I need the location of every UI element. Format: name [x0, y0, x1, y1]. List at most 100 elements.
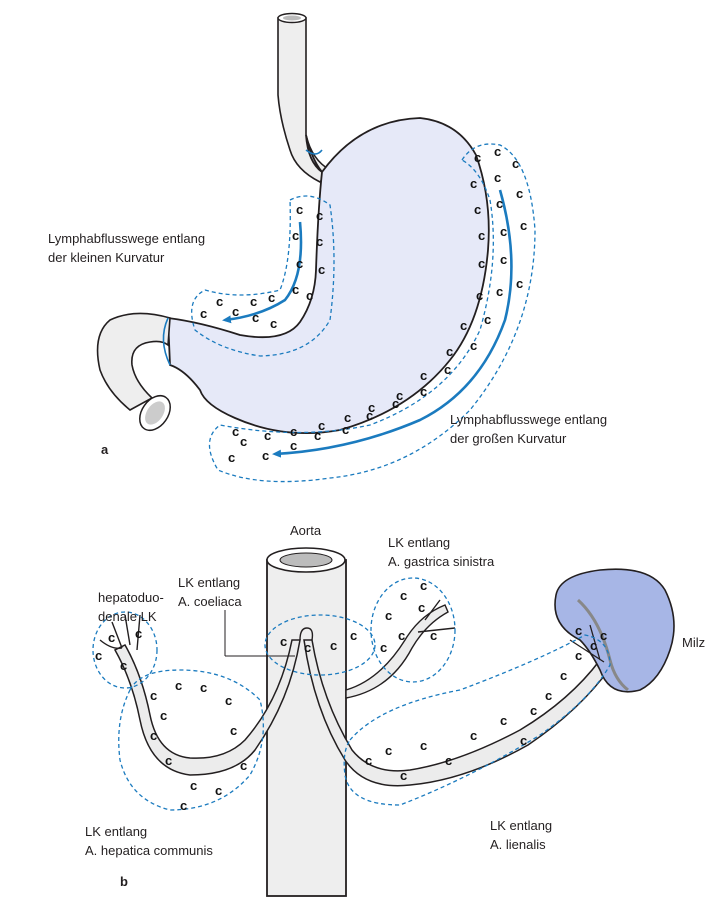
crescent-node-icon: c: [496, 196, 503, 211]
label-small-curvature-2: der kleinen Kurvatur: [48, 250, 165, 265]
label-large-curvature-1: Lymphabflusswege entlang: [450, 412, 607, 427]
crescent-node-icon: c: [470, 176, 477, 191]
crescent-node-icon: c: [398, 628, 405, 643]
crescent-node-icon: c: [175, 678, 182, 693]
a-gastrica-sinistra: [346, 605, 448, 698]
esophagus: [278, 18, 330, 182]
crescent-node-icon: c: [150, 688, 157, 703]
label-coeliaca-1: LK entlang: [178, 575, 240, 590]
crescent-node-icon: c: [304, 640, 311, 655]
crescent-node-icon: c: [496, 284, 503, 299]
crescent-node-icon: c: [500, 224, 507, 239]
crescent-node-icon: c: [385, 608, 392, 623]
crescent-node-icon: c: [575, 623, 582, 638]
crescent-node-icon: c: [470, 728, 477, 743]
crescent-node-icon: c: [366, 408, 373, 423]
crescent-node-icon: c: [590, 638, 597, 653]
label-large-curvature-2: der großen Kurvatur: [450, 431, 567, 446]
crescent-node-icon: c: [290, 424, 297, 439]
crescent-node-icon: c: [330, 638, 337, 653]
crescent-node-icon: c: [400, 768, 407, 783]
label-aorta: Aorta: [290, 523, 322, 538]
crescent-node-icon: c: [430, 628, 437, 643]
label-gastrica-2: A. gastrica sinistra: [388, 554, 495, 569]
crescent-node-icon: c: [446, 344, 453, 359]
crescent-node-icon: c: [165, 753, 172, 768]
crescent-node-icon: c: [420, 738, 427, 753]
crescent-node-icon: c: [385, 743, 392, 758]
label-hepatica-1: LK entlang: [85, 824, 147, 839]
crescent-node-icon: c: [250, 294, 257, 309]
stomach-body: [168, 118, 489, 433]
label-gastrica-1: LK entlang: [388, 535, 450, 550]
crescent-node-icon: c: [200, 306, 207, 321]
label-hepatoduodenal-1: hepatoduo-: [98, 590, 164, 605]
crescent-node-icon: c: [264, 428, 271, 443]
crescent-node-icon: c: [216, 294, 223, 309]
label-lienalis-2: A. lienalis: [490, 837, 546, 852]
crescent-node-icon: c: [150, 728, 157, 743]
crescent-node-icon: c: [292, 228, 299, 243]
crescent-node-icon: c: [560, 668, 567, 683]
crescent-node-icon: c: [225, 693, 232, 708]
crescent-node-icon: c: [268, 290, 275, 305]
crescent-node-icon: c: [460, 318, 467, 333]
crescent-node-icon: c: [420, 578, 427, 593]
crescent-node-icon: c: [420, 384, 427, 399]
crescent-node-icon: c: [342, 422, 349, 437]
crescent-node-icon: c: [306, 288, 313, 303]
crescent-node-icon: c: [280, 634, 287, 649]
label-small-curvature-1: Lymphabflusswege entlang: [48, 231, 205, 246]
label-spleen: Milz: [682, 635, 705, 650]
panel-label-b: b: [120, 874, 128, 889]
crescent-node-icon: c: [500, 713, 507, 728]
crescent-node-icon: c: [160, 708, 167, 723]
crescent-node-icon: c: [445, 753, 452, 768]
crescent-node-icon: c: [215, 783, 222, 798]
label-coeliaca-2: A. coeliaca: [178, 594, 242, 609]
crescent-node-icon: c: [470, 338, 477, 353]
crescent-node-icon: c: [400, 588, 407, 603]
crescent-node-icon: c: [135, 626, 142, 641]
crescent-node-icon: c: [316, 234, 323, 249]
label-hepatoduodenal-2: denale LK: [98, 609, 157, 624]
crescent-node-icon: c: [232, 304, 239, 319]
crescent-node-icon: c: [180, 798, 187, 813]
crescent-node-icon: c: [228, 450, 235, 465]
crescent-node-icon: c: [200, 680, 207, 695]
crescent-node-icon: c: [478, 256, 485, 271]
crescent-node-icon: c: [520, 733, 527, 748]
crescent-node-icon: c: [270, 316, 277, 331]
crescent-node-icon: c: [530, 703, 537, 718]
crescent-node-icon: c: [190, 778, 197, 793]
crescent-node-icon: c: [418, 600, 425, 615]
crescent-node-icon: c: [444, 362, 451, 377]
crescent-node-icon: c: [516, 186, 523, 201]
crescent-node-icon: c: [296, 202, 303, 217]
crescent-node-icon: c: [290, 438, 297, 453]
crescent-node-icon: c: [262, 448, 269, 463]
crescent-node-icon: c: [350, 628, 357, 643]
crescent-node-icon: c: [494, 144, 501, 159]
crescent-node-icon: c: [120, 658, 127, 673]
crescent-node-icon: c: [252, 310, 259, 325]
crescent-node-icon: c: [575, 648, 582, 663]
crescent-node-icon: c: [545, 688, 552, 703]
crescent-node-icon: c: [365, 753, 372, 768]
crescent-node-icon: c: [494, 170, 501, 185]
crescent-node-icon: c: [380, 640, 387, 655]
crescent-node-icon: c: [108, 630, 115, 645]
crescent-node-icon: c: [478, 228, 485, 243]
crescent-node-icon: c: [316, 208, 323, 223]
crescent-node-icon: c: [474, 150, 481, 165]
label-hepatica-2: A. hepatica communis: [85, 843, 213, 858]
crescent-node-icon: c: [392, 396, 399, 411]
crescent-node-icon: c: [314, 428, 321, 443]
crescent-node-icon: c: [500, 252, 507, 267]
crescent-node-icon: c: [240, 758, 247, 773]
crescent-node-icon: c: [232, 424, 239, 439]
crescent-node-icon: c: [516, 276, 523, 291]
crescent-node-icon: c: [484, 312, 491, 327]
crescent-node-icon: c: [600, 628, 607, 643]
